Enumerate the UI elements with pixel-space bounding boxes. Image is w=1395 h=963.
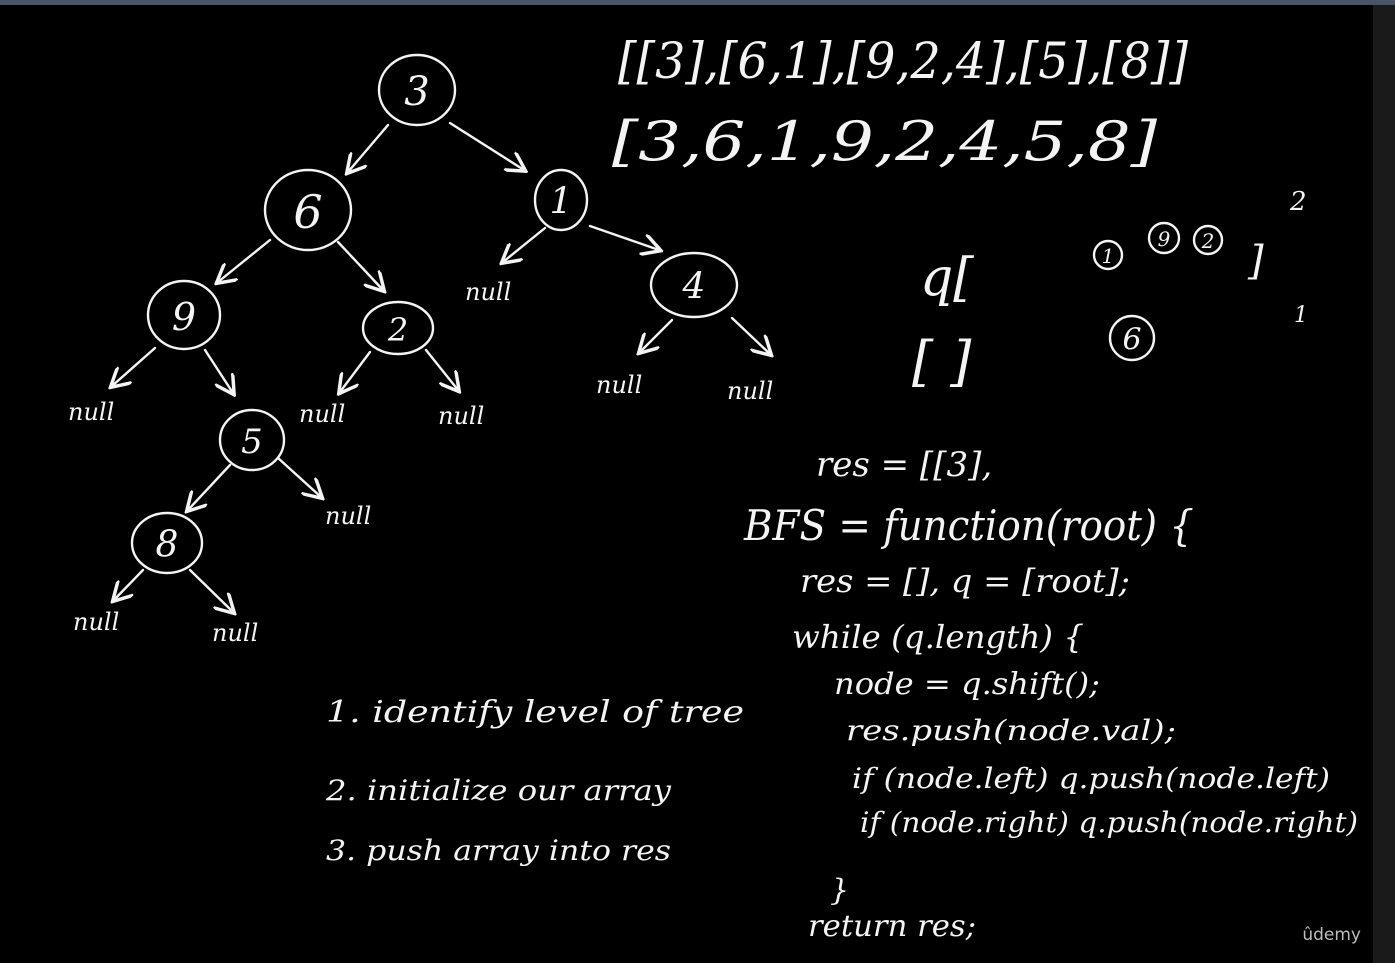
null-label: null [727,377,773,405]
edge-2-null-left [340,350,372,392]
bfs-code: res = [[3], BFS = function(root) { res =… [743,445,1358,944]
window-right-edge [1373,5,1395,963]
circled-six: 6 [1108,314,1156,362]
code-line: res.push(node.val); [846,714,1176,747]
edge-5-null [276,456,321,497]
edge-9-null [112,346,157,386]
step-item: 2. initialize our array [325,774,673,807]
code-line: if (node.left) q.push(node.left) [852,762,1330,795]
edge-6-9 [218,238,272,282]
levels-array: [[3],[6,1],[9,2,4],[5],[8]] [618,32,1188,90]
edge-2-null-right [424,348,458,390]
tree-node-8: 8 [130,511,204,575]
null-label: null [68,398,114,426]
code-line: return res; [808,909,976,944]
svg-text:4: 4 [682,267,706,308]
edge-1-null [503,226,547,262]
svg-text:8: 8 [156,525,179,566]
svg-text:1: 1 [550,182,573,223]
queue-close-bracket: ] [1247,238,1264,284]
queue-items: 1 9 2 [1092,221,1224,271]
tree-node-2: 2 [361,300,435,356]
queue-label: q[ [920,248,974,308]
edge-5-8 [188,463,232,510]
svg-text:6: 6 [293,185,322,239]
code-line: } [830,873,849,908]
code-line: res = [], q = [root]; [800,562,1130,600]
queue-item: 2 [1201,229,1215,253]
window-top-bar [0,0,1395,5]
empty-brackets: [ ] [912,330,972,393]
edge-4-null-left [640,318,674,352]
code-line: node = q.shift(); [834,667,1100,702]
step-item: 3. push array into res [326,834,671,867]
tree-edges [112,121,770,612]
null-label: null [73,608,119,636]
level-count-one: 1 [1294,303,1308,328]
svg-text:9: 9 [172,295,196,339]
null-label: null [325,502,371,530]
flat-array: [3,6,1,9,2,4,5,8] [612,110,1158,173]
svg-text:2: 2 [387,311,408,349]
queue-item-circle [1192,224,1224,256]
null-leaves: null null null null null null null null … [68,278,773,647]
edge-3-1 [448,121,524,170]
edge-8-null-right [188,568,233,612]
tree-node-3: 3 [377,53,457,127]
steps-list: 1. identify level of tree 2. initialize … [325,695,744,867]
step-item: 1. identify level of tree [326,695,744,730]
tree-node-1: 1 [533,168,589,232]
code-line: res = [[3], [816,445,992,485]
svg-text:3: 3 [404,69,429,115]
svg-text:6: 6 [1122,323,1141,358]
null-label: null [596,371,642,399]
tree-node-9: 9 [146,279,222,351]
edge-8-null-left [114,568,145,600]
tree-node-4: 4 [649,251,739,319]
null-label: null [212,619,258,647]
queue-item-circle [1092,239,1124,271]
code-line: if (node.right) q.push(node.right) [860,806,1358,839]
queue-item: 9 [1158,227,1171,251]
queue-item-circle [1147,221,1181,255]
queue-item: 1 [1102,244,1115,268]
edge-4-null-right [730,316,770,354]
edge-3-6 [348,123,390,172]
tree-node-6: 6 [263,168,353,252]
tree-node-5: 5 [218,408,286,472]
edge-1-4 [588,224,659,250]
edge-6-2 [336,240,383,290]
udemy-watermark: ûdemy [1302,925,1361,945]
code-line: while (q.length) { [792,618,1084,656]
code-line: BFS = function(root) { [743,501,1194,550]
null-label: null [438,402,484,430]
level-count-two: 2 [1289,187,1307,217]
edge-9-5 [203,348,233,393]
null-label: null [465,278,511,306]
null-label: null [299,400,345,428]
svg-text:5: 5 [241,422,263,462]
